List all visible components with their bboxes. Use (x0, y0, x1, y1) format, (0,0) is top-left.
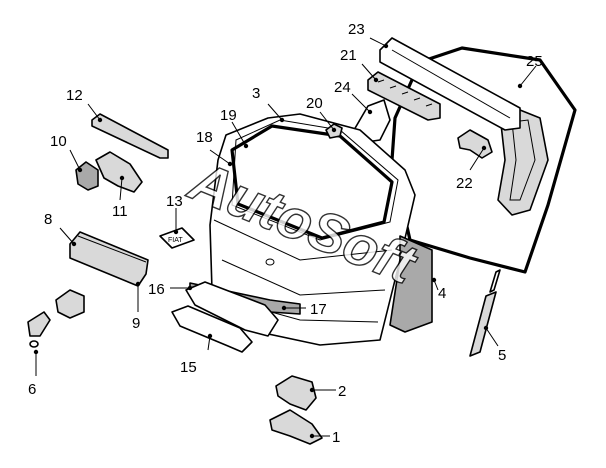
callout-2: 2 (338, 383, 346, 400)
badge-text: FIAT (168, 237, 183, 244)
part-10-motor-part (75, 161, 99, 191)
callout-13: 13 (166, 193, 183, 210)
callout-12: 12 (66, 87, 83, 104)
callout-4: 4 (438, 285, 446, 302)
part-1-hinge-plate (269, 409, 323, 445)
part-8-plate-light (69, 231, 149, 287)
part-11-wiper-motor (95, 151, 143, 193)
callout-10: 10 (50, 133, 67, 150)
part-6-lock-cylinder (27, 289, 85, 348)
callout-17: 17 (310, 301, 327, 318)
part-2-hinge (275, 375, 317, 411)
callout-25: 25 (526, 53, 543, 70)
callout-8: 8 (44, 211, 52, 228)
leader-lines (33, 37, 537, 439)
callout-18: 18 (196, 129, 213, 146)
part-15-handle-trim (171, 305, 253, 353)
callout-15: 15 (180, 359, 197, 376)
callout-22: 22 (456, 175, 473, 192)
part-3-tailgate (209, 113, 433, 346)
callout-23: 23 (348, 21, 365, 38)
callout-16: 16 (148, 281, 165, 298)
callout-1: 1 (332, 429, 340, 446)
callout-9: 9 (132, 315, 140, 332)
callout-11: 11 (112, 203, 128, 220)
callout-24: 24 (334, 79, 351, 96)
part-22-bracket (457, 129, 493, 159)
callout-5: 5 (498, 347, 506, 364)
callout-19: 19 (220, 107, 237, 124)
part-23-spoiler (379, 37, 521, 131)
callout-21: 21 (340, 47, 357, 64)
part-21-brake-light (367, 71, 441, 121)
part-12-wiper-arm (91, 113, 169, 159)
callout-20: 20 (306, 95, 323, 112)
part-16-handle (185, 281, 279, 337)
callout-3: 3 (252, 85, 260, 102)
callout-labels: 1 2 3 4 5 6 8 9 10 11 12 13 15 16 17 18 … (28, 21, 543, 446)
callout-6: 6 (28, 381, 36, 398)
part-5-gas-strut (469, 269, 501, 357)
